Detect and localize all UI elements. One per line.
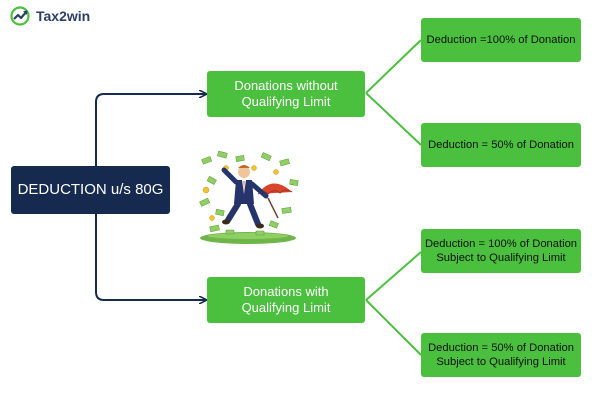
leaf-50-no-limit: Deduction = 50% of Donation (421, 123, 581, 167)
businessman-money-illustration (199, 150, 299, 244)
connector-root-to-top (95, 94, 206, 166)
connector-top-to-leaf1 (365, 39, 422, 94)
node-without-limit-line1: Donations without (234, 77, 338, 93)
node-with-limit: Donations with Qualifying Limit (207, 277, 365, 323)
leaf-50-no-limit-line1: Deduction = 50% of Donation (428, 139, 574, 151)
root-label: DEDUCTION u/s 80G (17, 180, 164, 198)
leaf-100-with-limit: Deduction = 100% of Donation Subject to … (421, 229, 581, 273)
connector-top-to-leaf2 (365, 92, 422, 146)
trend-arrow-icon (10, 6, 30, 26)
connector-root-to-bottom (95, 214, 206, 300)
node-with-limit-line1: Donations with (243, 283, 329, 299)
leaf-100-no-limit-line1: Deduction =100% of Donation (426, 34, 576, 46)
logo-text: Tax2win (36, 8, 91, 24)
node-with-limit-line2: Qualifying Limit (241, 300, 331, 315)
leaf-100-no-limit: Deduction =100% of Donation (421, 18, 581, 62)
node-without-limit: Donations without Qualifying Limit (207, 71, 365, 117)
leaf-100-with-limit-line1: Deduction = 100% of Donation (424, 238, 578, 250)
tax2win-logo[interactable]: Tax2win (10, 6, 90, 26)
connector-bottom-to-leaf3 (365, 251, 422, 301)
leaf-50-with-limit-line1: Deduction = 50% of Donation (428, 342, 574, 354)
leaf-50-with-limit: Deduction = 50% of Donation Subject to Q… (421, 333, 581, 377)
node-without-limit-line2: Qualifying Limit (241, 94, 331, 109)
root-node: DEDUCTION u/s 80G (11, 166, 170, 214)
leaf-100-with-limit-line2: Subject to Qualifying Limit (436, 252, 566, 264)
connector-bottom-to-leaf4 (365, 299, 422, 356)
leaf-50-with-limit-line2: Subject to Qualifying Limit (436, 356, 566, 368)
